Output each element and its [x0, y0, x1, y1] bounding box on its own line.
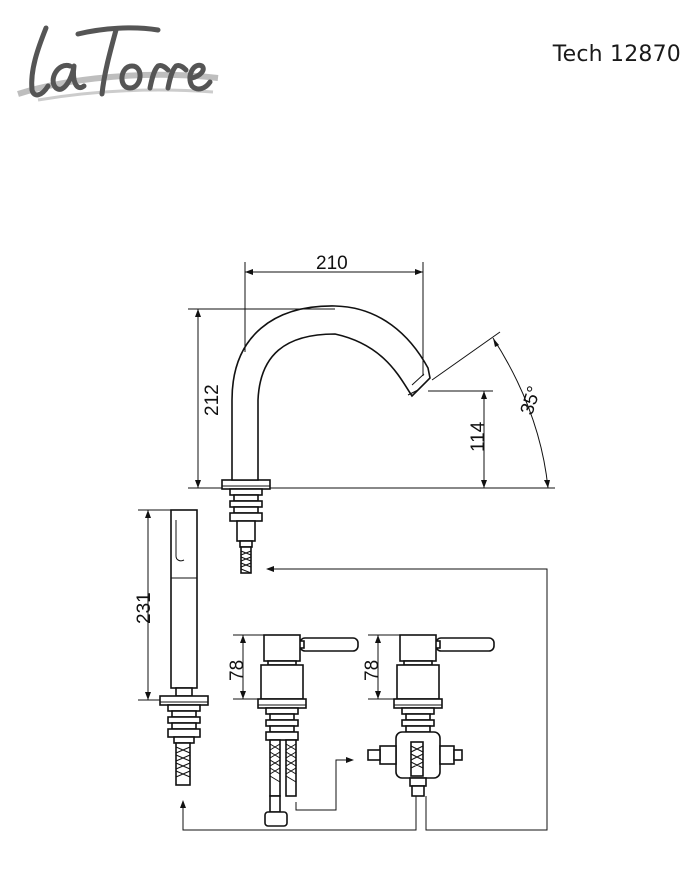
handshower-length-label: 231 [134, 592, 155, 624]
dimension-spout-reach: 210 [244, 253, 424, 376]
dimension-mixer-height: 78 [227, 634, 264, 700]
spout-reach-label: 210 [316, 253, 348, 274]
mixer [257, 634, 359, 827]
spout-height-label: 212 [202, 384, 223, 416]
model-number: Tech 12870 [552, 42, 681, 67]
outlet-height-label: 114 [468, 421, 489, 452]
spout-hose [240, 546, 252, 574]
dimension-swivel-angle: 35° [431, 331, 550, 489]
mixer-height-label: 78 [227, 660, 248, 681]
diverter-height-label: 78 [362, 660, 383, 681]
dimension-diverter-height: 78 [362, 634, 400, 700]
dimension-outlet-height: 114 [270, 390, 555, 489]
dimension-spout-height: 212 [188, 308, 335, 489]
connection-lines [180, 566, 548, 831]
dimension-handshower-length: 231 [134, 509, 171, 701]
spout [221, 305, 431, 548]
diverter [367, 634, 495, 797]
handshower [159, 509, 209, 786]
latorre-logo [17, 25, 219, 102]
